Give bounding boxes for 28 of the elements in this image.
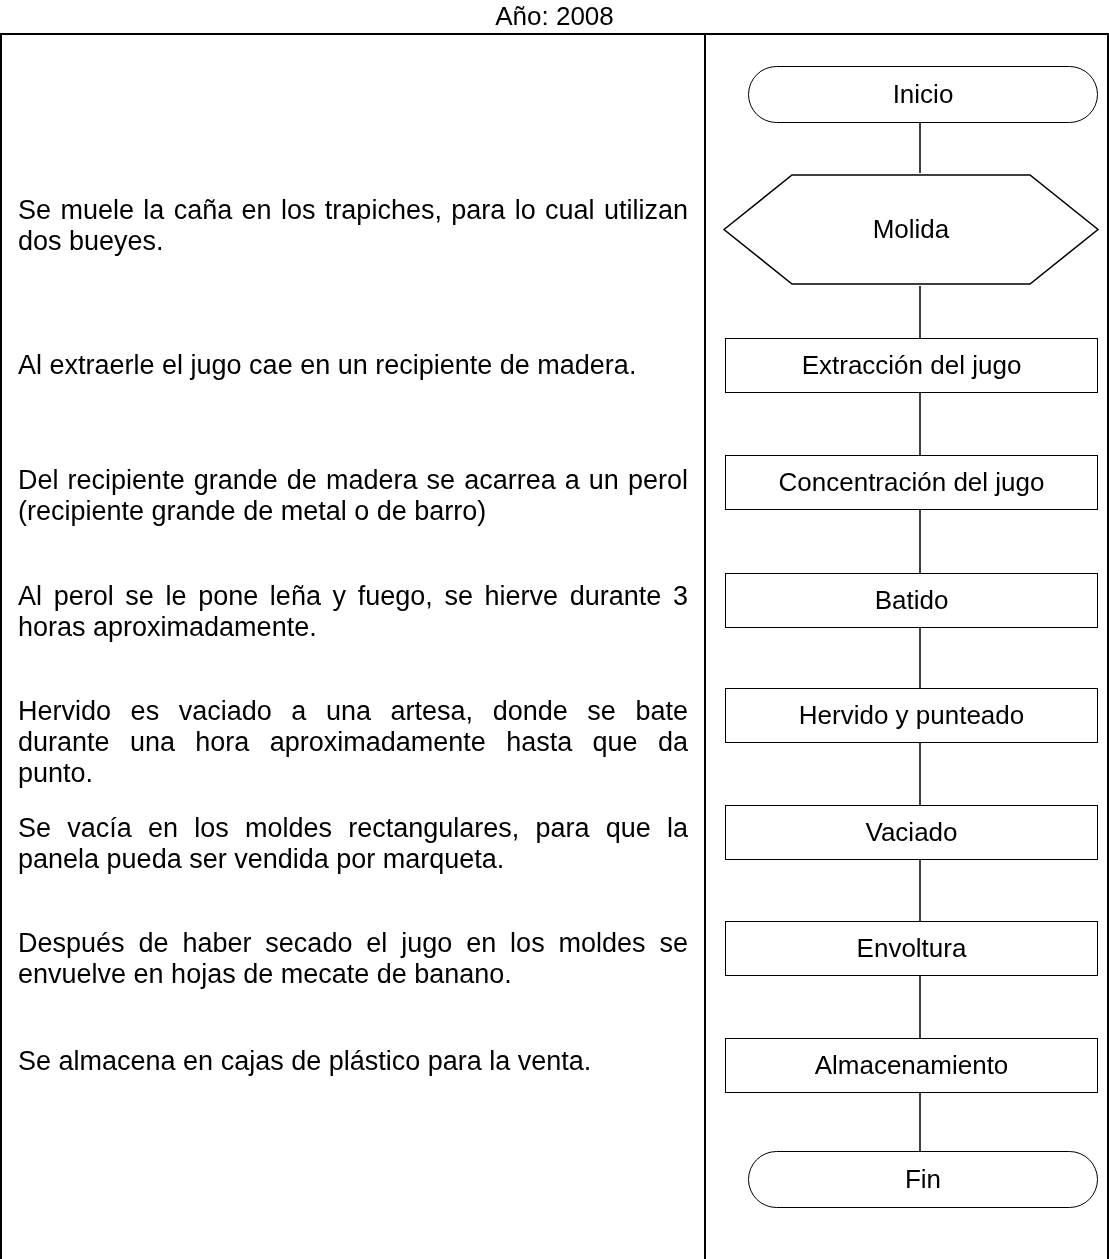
- step-description: Al perol se le pone leña y fuego, se hierve durante 3 horas aproximadamente.: [18, 581, 688, 643]
- connector-line: [919, 285, 921, 339]
- step-description: Se muele la caña en los trapiches, para lo cual utilizan dos bueyes.: [18, 195, 688, 257]
- connector-line: [919, 122, 921, 174]
- connector-line: [919, 742, 921, 806]
- process-box: Almacenamiento: [725, 1038, 1098, 1093]
- connector-line: [919, 392, 921, 456]
- step-description: Después de haber secado el jugo en los moldes se envuelve en hojas de mecate de banano.: [18, 928, 688, 990]
- step-description: Del recipiente grande de madera se acarrea a un perol (recipiente grande de metal o de barro): [18, 465, 688, 527]
- process-box: Batido: [725, 573, 1098, 628]
- connector-line: [919, 1092, 921, 1152]
- step-description: Se almacena en cajas de plástico para la venta.: [18, 1046, 593, 1077]
- step-description: Se vacía en los moldes rectangulares, para que la panela pueda ser vendida por marqueta.: [18, 813, 688, 875]
- connector-line: [919, 975, 921, 1039]
- process-box: Vaciado: [725, 805, 1098, 860]
- connector-line: [919, 509, 921, 574]
- process-box: Hervido y punteado: [725, 688, 1098, 743]
- terminal-shape: Inicio: [748, 66, 1098, 123]
- process-box: Extracción del jugo: [725, 338, 1098, 393]
- step-description: Al extraerle el jugo cae en un recipiente de madera.: [18, 350, 638, 381]
- process-box: Concentración del jugo: [725, 455, 1098, 510]
- connector-line: [919, 627, 921, 689]
- process-box: Envoltura: [725, 921, 1098, 976]
- connector-line: [919, 859, 921, 922]
- year-heading: Año: 2008: [494, 0, 615, 32]
- preparation-hexagon: Molida: [722, 173, 1100, 286]
- terminal-shape: Fin: [748, 1151, 1098, 1208]
- step-description: Hervido es vaciado a una artesa, donde se bate durante una hora aproximadamente hasta que da punto.: [18, 696, 688, 789]
